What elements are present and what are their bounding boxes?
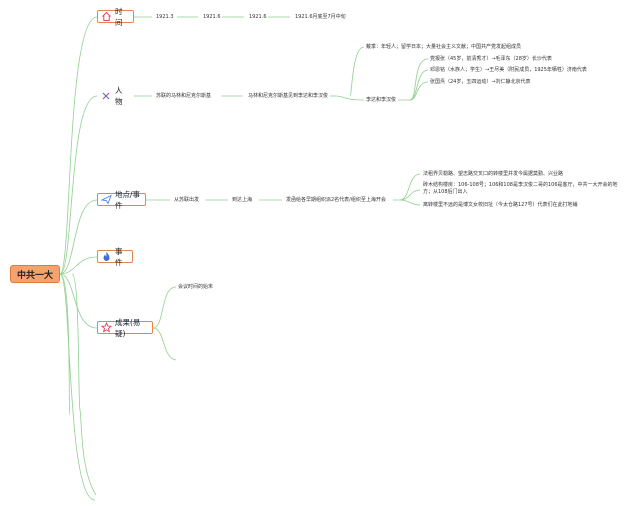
topic-result[interactable]: 成果(易疑)	[97, 318, 153, 338]
people-node-1[interactable]: 苏联的马林和尼克尔斯基	[156, 93, 212, 99]
place-node-2[interactable]: 到达上海	[232, 197, 253, 203]
place-sub-item[interactable]: 砖木结构楼房：106-108号；106和108是李汉俊二哥的106是客厅，中共一…	[423, 182, 618, 195]
people-sub-item[interactable]: 张国焘（24岁，五四运动）→刘仁静北京代表	[430, 79, 531, 85]
time-item[interactable]: 1921.6	[249, 14, 267, 20]
place-sub-item[interactable]: 离转楼里不远的是博文女校旧址（今太仓路127号）代表们在此打地铺	[423, 202, 578, 208]
paper-plane-icon	[100, 194, 112, 205]
people-node-2[interactable]: 马林和尼克尔斯基见到李达和李汉俊	[248, 93, 329, 99]
topic-people-label: 人物	[115, 85, 123, 106]
time-item[interactable]: 1921.6月底至7月中旬	[295, 14, 346, 20]
people-top-note[interactable]: 戴季：年轻人；留学日本；大量社会主义文献；中国共产党发起组成员	[366, 44, 522, 50]
people-node-3[interactable]: 李达和李汉俊	[366, 97, 397, 103]
place-node-3[interactable]: 发函给各早期组织派2名代表/组织至上海开会	[286, 197, 386, 203]
people-sub-item[interactable]: 邓恩铭（水族人；学生）→王尽美（附民成员，1925年牺牲）济南代表	[430, 67, 587, 73]
topic-people[interactable]: 人物	[97, 86, 134, 106]
place-node-1[interactable]: 从苏联出发	[174, 197, 200, 203]
topic-place-label: 地点/事件	[115, 189, 141, 210]
people-sub-item[interactable]: 党报张（45岁，前清秀才）→毛泽东（28岁）长沙代表	[430, 56, 552, 62]
topic-result-label: 成果(易疑)	[115, 317, 141, 338]
time-item[interactable]: 1921.6	[203, 14, 221, 20]
flame-icon	[101, 251, 112, 262]
place-sub-item[interactable]: 法租界贝勒路、望志路交叉口的转楼里并发今属据莫勤、兴业路	[423, 171, 564, 177]
tools-icon	[101, 90, 112, 101]
topic-time-label: 时间	[115, 6, 123, 27]
time-item[interactable]: 1921.3	[156, 14, 174, 20]
topic-event-label: 事件	[115, 246, 123, 267]
star-icon	[100, 321, 113, 333]
topic-place[interactable]: 地点/事件	[97, 190, 146, 210]
topic-event[interactable]: 事件	[97, 247, 133, 267]
root-topic[interactable]: 中共一大	[10, 265, 60, 283]
home-icon	[101, 11, 112, 22]
topic-time[interactable]: 时间	[97, 7, 134, 27]
result-item[interactable]: 会议时间的始末	[178, 284, 214, 290]
